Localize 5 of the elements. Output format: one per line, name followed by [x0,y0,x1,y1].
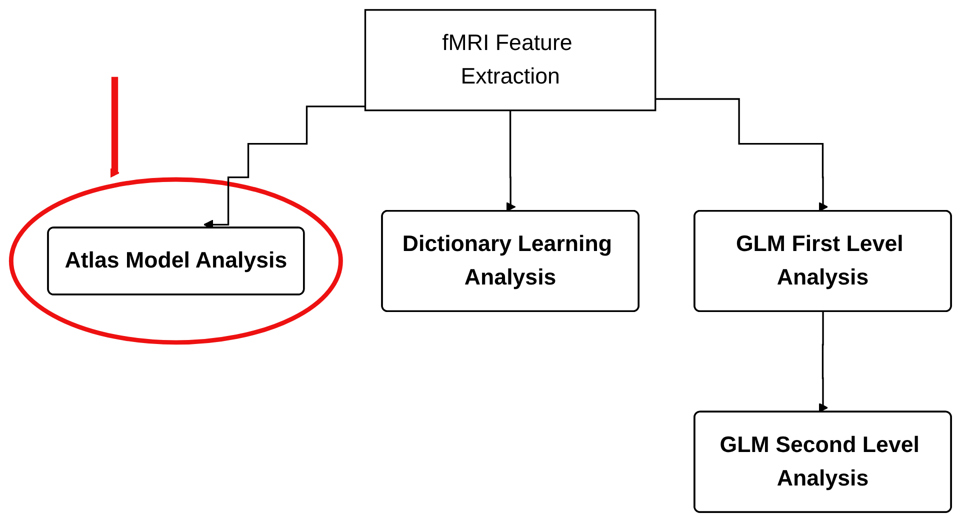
arrow [655,98,828,212]
node-box: fMRI Feature Extraction [364,9,656,112]
arrow [818,310,828,413]
arrow [506,110,516,212]
cluster [8,177,343,345]
